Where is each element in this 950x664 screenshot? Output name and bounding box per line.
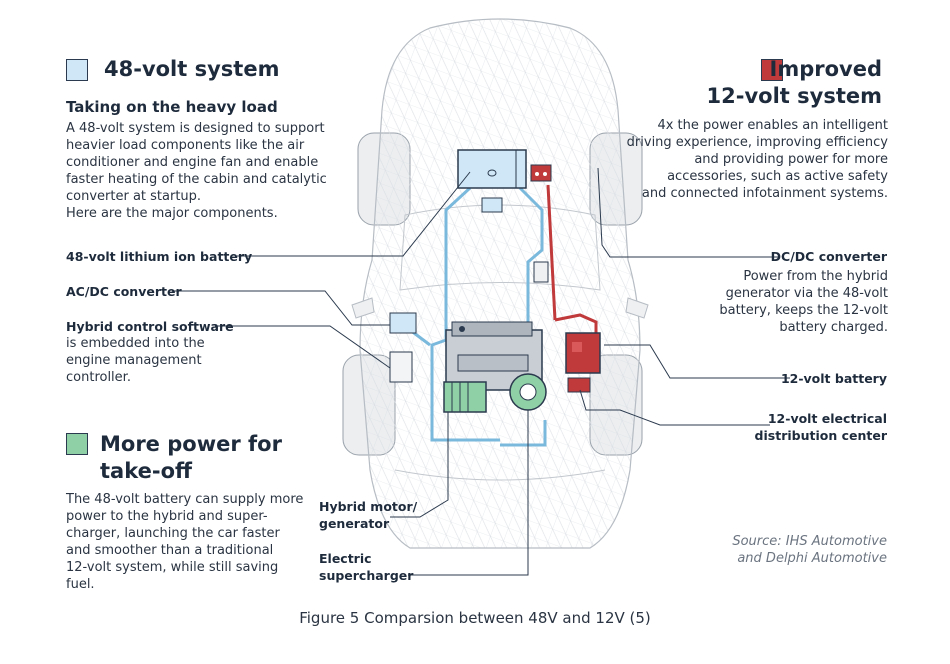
label-line: generator — [319, 516, 390, 531]
body-hybrid-control-software: is embedded into the engine management c… — [66, 335, 205, 386]
figure-caption: Figure 5 Comparsion between 48V and 12V … — [299, 609, 651, 627]
label-dcdc-converter: DC/DC converter — [770, 249, 887, 264]
label-electric-supercharger: Electric supercharger — [319, 550, 413, 584]
relay-icon — [533, 261, 549, 283]
body-line: 12-volt system, while still saving — [66, 560, 279, 575]
title-more-power: More power for take-off — [100, 431, 282, 485]
label-hybrid-control-software: Hybrid control software — [66, 319, 234, 334]
label-line: Electric — [319, 551, 372, 566]
wiring-12v — [546, 184, 598, 340]
body-line: and providing power for more — [694, 152, 888, 167]
body-line: and smoother than a traditional — [66, 543, 274, 558]
body-line: charger, launching the car faster — [66, 526, 280, 541]
swatch-more-power — [66, 433, 88, 455]
label-line: Hybrid motor/ — [319, 499, 418, 514]
title-line: 12-volt system — [706, 84, 882, 108]
body-line: generator via the 48-volt — [725, 286, 888, 301]
body-dcdc-converter: Power from the hybrid generator via the … — [688, 268, 888, 336]
title-line: More power for — [100, 432, 282, 456]
body-line: heavier load components like the air — [66, 138, 305, 153]
body-line: conditioner and engine fan and enable — [66, 155, 319, 170]
body-line: A 48-volt system is designed to support — [66, 121, 325, 136]
body-line: controller. — [66, 370, 131, 385]
title-line: take-off — [100, 459, 193, 483]
source-line: Source: IHS Automotive — [732, 534, 887, 549]
body-line: fuel. — [66, 577, 95, 592]
body-more-power: The 48-volt battery can supply more powe… — [66, 491, 306, 593]
body-line: power to the hybrid and super- — [66, 509, 268, 524]
title-48v-system: 48-volt system — [104, 57, 280, 81]
label-12v-battery: 12-volt battery — [780, 371, 887, 386]
swatch-12v — [761, 59, 783, 81]
battery-48v-icon — [457, 149, 527, 189]
supercharger-icon — [509, 373, 547, 411]
body-line: engine management — [66, 353, 202, 368]
body-48v-system: A 48-volt system is designed to support … — [66, 120, 346, 222]
label-hybrid-motor: Hybrid motor/ generator — [319, 498, 417, 532]
hybrid-motor-icon — [443, 381, 487, 413]
body-line: 4x the power enables an intelligent — [657, 118, 888, 133]
leader-lines — [172, 167, 790, 576]
title-improved-12v: Improved 12-volt system — [707, 56, 882, 110]
body-line: Power from the hybrid — [743, 269, 888, 284]
fuse-block-icon — [481, 197, 503, 213]
body-line: converter at startup. — [66, 189, 202, 204]
label-line: distribution center — [754, 428, 887, 443]
body-12v-system: 4x the power enables an intelligent driv… — [618, 117, 888, 202]
engine-icon — [445, 321, 543, 391]
label-distribution-center: 12-volt electrical distribution center — [755, 410, 887, 444]
body-line: faster heating of the cabin and catalyti… — [66, 172, 327, 187]
battery-12v-icon — [565, 332, 601, 374]
body-line: Here are the major components. — [66, 206, 278, 221]
body-line: is embedded into the — [66, 336, 205, 351]
subtitle-heavy-load: Taking on the heavy load — [66, 98, 278, 116]
source-note: Source: IHS Automotive and Delphi Automo… — [732, 533, 887, 567]
body-line: The 48-volt battery can supply more — [66, 492, 304, 507]
body-line: driving experience, improving efficiency — [626, 135, 888, 150]
source-line: and Delphi Automotive — [737, 551, 887, 566]
body-line: accessories, such as active safety — [667, 169, 888, 184]
body-line: battery charged. — [779, 320, 888, 335]
controller-icon — [389, 351, 413, 383]
distribution-center-icon — [567, 377, 591, 393]
body-line: battery, keeps the 12-volt — [719, 303, 888, 318]
title-line: Improved — [769, 57, 882, 81]
body-line: and connected infotainment systems. — [641, 186, 888, 201]
label-acdc-converter: AC/DC converter — [66, 284, 182, 299]
car-body — [359, 18, 641, 549]
swatch-48v — [66, 59, 88, 81]
label-line: supercharger — [319, 568, 414, 583]
label-line: 12-volt electrical — [767, 411, 887, 426]
dcdc-converter-icon — [530, 164, 552, 182]
acdc-converter-icon — [389, 312, 417, 334]
label-48v-battery: 48-volt lithium ion battery — [66, 249, 253, 264]
